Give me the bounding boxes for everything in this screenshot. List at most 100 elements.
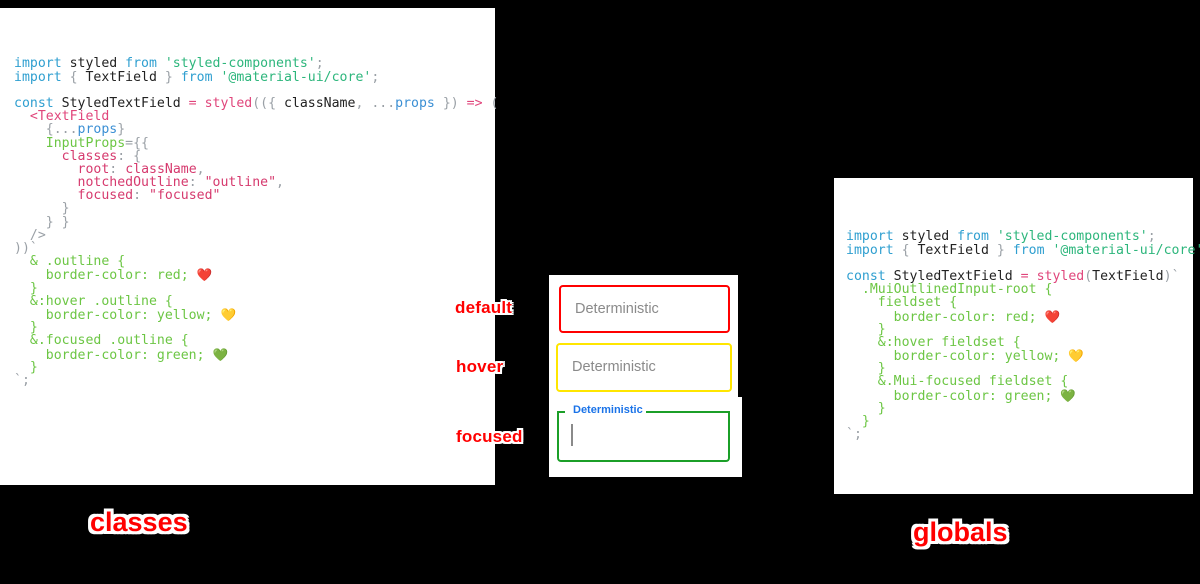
code-line: const StyledTextField = styled(({ classN…: [14, 95, 498, 111]
code-token: 💚: [1060, 387, 1076, 403]
code-token: InputProps: [45, 135, 126, 151]
code-line: />: [14, 227, 495, 243]
code-token: `;: [14, 372, 30, 388]
code-token: & .outline {: [14, 254, 126, 270]
code-line: <TextField: [14, 108, 495, 125]
textfield-hover[interactable]: Deterministic: [556, 343, 732, 392]
code-line: const StyledTextField = styled(TextField…: [846, 267, 1193, 284]
code-line: ))`: [14, 240, 495, 257]
code-token: `: [29, 241, 38, 257]
code-line: } }: [14, 214, 495, 230]
code-token: 💚: [212, 346, 229, 362]
code-token: border-color: yellow;: [14, 307, 221, 323]
code-content-classes: import styled from 'styled-components';i…: [14, 55, 498, 388]
code-token: &.Mui-focused fieldset {: [846, 374, 1069, 390]
code-line: notchedOutline: "outline",: [14, 174, 495, 191]
code-token: ={{: [125, 135, 149, 151]
code-token: styled: [901, 229, 950, 245]
code-token: from: [1004, 242, 1053, 258]
code-token: StyledTextField: [61, 95, 181, 111]
code-token: focused: [77, 188, 134, 204]
code-token: styled: [204, 95, 253, 111]
code-line: InputProps={{: [14, 135, 495, 151]
code-panel-classes: import styled from 'styled-components';i…: [0, 8, 498, 485]
code-token: )): [14, 241, 30, 257]
code-line: import { TextField } from '@material-ui/…: [14, 69, 495, 85]
code-token: } }: [14, 214, 70, 230]
code-token: 'styled-components': [164, 56, 316, 72]
textfield-default[interactable]: Deterministic: [559, 285, 730, 333]
code-line: root: className,: [14, 161, 495, 177]
code-line: }: [14, 359, 495, 375]
code-line: focused: "focused": [14, 187, 495, 204]
annotation-hover: hover: [456, 357, 504, 376]
code-token: '@material-ui/core': [220, 69, 372, 85]
code-token: (: [1084, 268, 1093, 284]
code-token: border-color: yellow;: [846, 349, 1069, 365]
code-line: {...props}: [14, 121, 495, 138]
code-line: }: [14, 280, 495, 296]
code-token: classes: [61, 148, 118, 164]
code-token: ,: [196, 161, 205, 177]
code-line: border-color: yellow; 💛: [14, 306, 495, 323]
code-line: border-color: red; ❤️: [14, 266, 495, 283]
annotation-focused: focused: [456, 427, 523, 446]
code-token: 💛: [220, 306, 237, 322]
code-token: :: [188, 175, 205, 191]
code-token: className: [125, 161, 197, 177]
code-line: }: [846, 320, 1193, 337]
code-token: '@material-ui/core': [1052, 242, 1200, 258]
code-token: }): [434, 95, 459, 111]
code-token: TextField: [37, 109, 110, 125]
code-token: />: [14, 227, 46, 243]
code-token: &:hover .outline {: [14, 293, 173, 309]
code-token: ;: [371, 69, 380, 85]
code-token: border-color: green;: [846, 388, 1061, 404]
code-token: }: [14, 280, 38, 296]
code-token: ...: [371, 95, 396, 111]
code-token: const: [14, 95, 62, 111]
code-token: className: [283, 95, 356, 111]
code-line: import styled from 'styled-components';: [846, 227, 1193, 244]
code-line: border-color: yellow; 💛: [846, 346, 1193, 364]
code-token: :: [133, 188, 149, 204]
code-token: {...: [14, 122, 78, 138]
code-token: "focused": [149, 188, 221, 204]
code-token: const: [846, 268, 894, 284]
code-token: ;: [1147, 229, 1156, 245]
caption-classes: classes: [90, 507, 188, 537]
code-token: fieldset {: [846, 295, 958, 311]
code-token: TextField: [917, 242, 989, 258]
code-token: props: [77, 122, 118, 138]
code-line: .MuiOutlinedInput-root {: [846, 280, 1193, 297]
code-token: }: [156, 69, 173, 85]
code-token: : {: [117, 148, 142, 164]
code-token: root: [77, 161, 110, 177]
code-token: 'styled-components': [996, 229, 1148, 245]
code-line: border-color: green; 💚: [14, 346, 495, 363]
code-line: border-color: red; ❤️: [846, 307, 1193, 325]
textfield-focused[interactable]: [557, 411, 730, 462]
code-line: &.Mui-focused fieldset {: [846, 372, 1193, 389]
code-token: `: [1171, 268, 1180, 284]
code-token: ,: [355, 95, 372, 111]
code-line: import { TextField } from '@material-ui/…: [846, 241, 1200, 258]
code-token: ;: [315, 56, 324, 72]
code-token: }: [14, 359, 38, 375]
code-line: }: [14, 200, 495, 216]
code-line: &.focused .outline {: [14, 332, 495, 348]
code-token: }: [846, 361, 886, 377]
code-line: }: [846, 359, 1193, 376]
code-token: }: [846, 414, 870, 430]
code-panel-globals: import styled from 'styled-components';i…: [834, 178, 1200, 494]
annotation-default: default: [455, 298, 513, 317]
notch-segment-right: [645, 411, 730, 413]
code-token: styled: [1036, 268, 1085, 284]
code-token: import: [846, 229, 902, 245]
code-token: TextField: [85, 69, 157, 85]
code-content-globals: import styled from 'styled-components';i…: [846, 227, 1200, 442]
code-token: from: [949, 229, 997, 245]
code-line: &:hover .outline {: [14, 293, 495, 309]
notch-segment-left: [557, 411, 565, 413]
code-line: `;: [14, 372, 495, 388]
